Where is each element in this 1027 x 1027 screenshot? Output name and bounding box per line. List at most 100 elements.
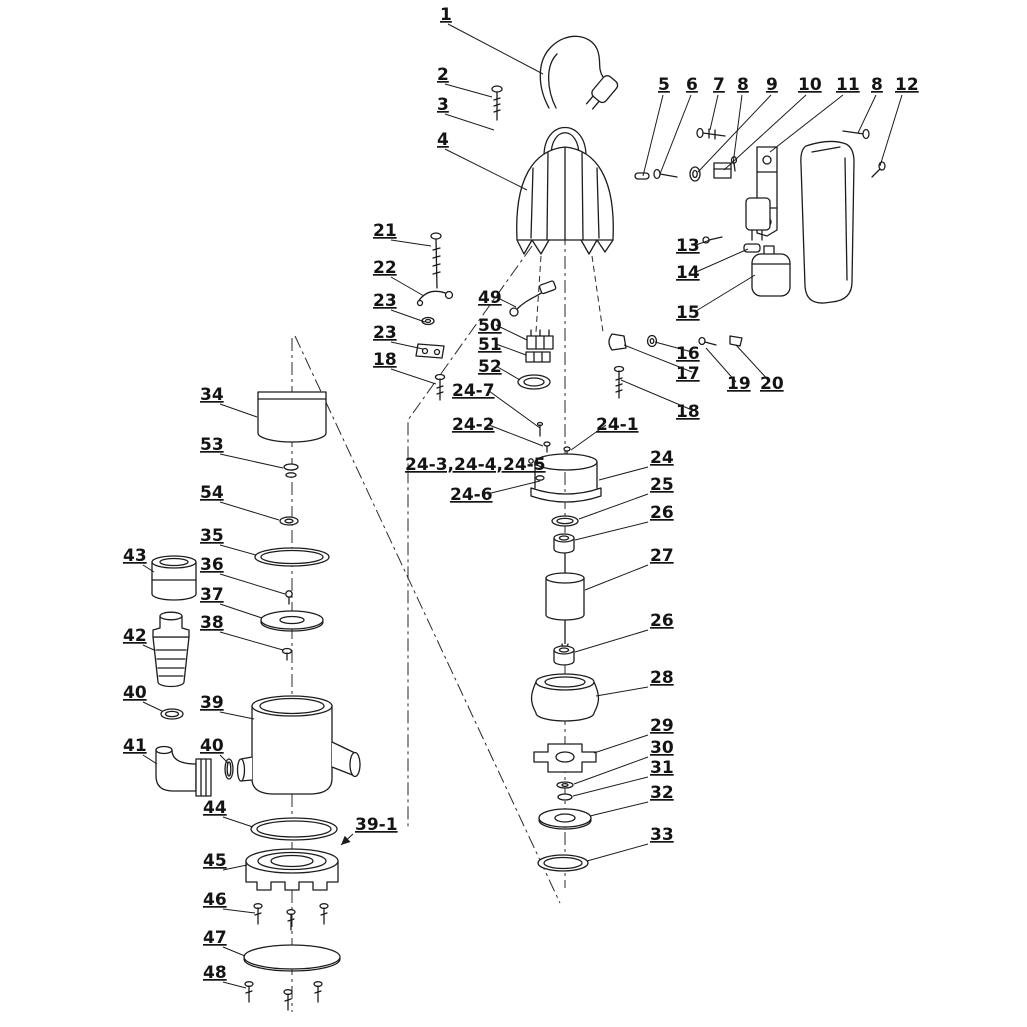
leader-line: [705, 347, 737, 383]
lever-switch-group: [415, 232, 454, 401]
part-number-label: 36: [200, 555, 224, 575]
leader-line: [444, 113, 495, 131]
part-number-label: 22: [373, 258, 397, 278]
leader-line: [495, 296, 517, 308]
part-number-label: 15: [676, 303, 700, 323]
leader-line: [620, 379, 693, 411]
part-number-label: 45: [203, 851, 227, 871]
leader-line: [219, 403, 258, 418]
leader-line: [495, 365, 521, 381]
part-number-label: 43: [123, 546, 147, 566]
leader-line: [447, 23, 544, 75]
leader-line: [222, 946, 246, 957]
o-ring-small: [224, 758, 234, 780]
part-number-label: 30: [650, 738, 674, 758]
sensor-terminal-group: [509, 280, 557, 390]
leader-line: [488, 424, 544, 447]
part-number-label: 21: [373, 221, 397, 241]
washers: [279, 463, 299, 526]
leader-line: [769, 94, 844, 153]
leader-line: [857, 94, 877, 134]
leader-line: [695, 274, 756, 312]
leader-line: [390, 341, 424, 350]
part-number-label: 24-6: [450, 485, 493, 505]
part-number-label: 51: [478, 335, 502, 355]
leader-lines-layer: [142, 23, 903, 989]
base-screws: [253, 903, 329, 931]
part-number-label: 24-1: [596, 415, 639, 435]
o-ring-large: [250, 817, 338, 841]
part-number-label: 4: [437, 130, 449, 150]
part-number-label: 34: [200, 385, 224, 405]
part-number-label: 2: [437, 65, 449, 85]
part-number-label: 26: [650, 503, 674, 523]
leader-line: [572, 776, 649, 797]
elbow-fitting: [155, 745, 212, 797]
microswitch: [702, 197, 771, 253]
leader-line: [593, 734, 649, 754]
leader-line: [654, 341, 693, 353]
leader-line: [709, 94, 719, 131]
fastener-row: [634, 127, 738, 182]
screw-icon: [491, 85, 503, 121]
part-number-label: 13: [676, 236, 700, 256]
float-switch-cover: [800, 140, 855, 304]
leader-line: [586, 843, 649, 862]
leader-line: [574, 521, 649, 541]
diaphragm-group: [254, 547, 330, 661]
leader-line: [222, 864, 248, 871]
part-number-label: 27: [650, 546, 674, 566]
leader-line: [219, 544, 257, 556]
leader-line: [695, 248, 749, 273]
part-number-label: 41: [123, 736, 147, 756]
part-number-label: 23: [373, 291, 397, 311]
part-number-label: 23: [373, 323, 397, 343]
leader-line: [573, 756, 649, 785]
leader-line: [222, 908, 256, 914]
part-number-label: 6: [686, 75, 698, 95]
leader-line: [219, 711, 255, 720]
part-number-label: 50: [478, 316, 502, 336]
leader-line: [390, 276, 425, 297]
leader-arrowhead: [341, 835, 351, 845]
part-number-label: 24-7: [452, 381, 495, 401]
bottom-plate: [243, 944, 341, 972]
leader-line: [219, 501, 280, 521]
leader-line: [584, 564, 649, 591]
leader-line: [219, 453, 284, 469]
leader-line: [879, 94, 903, 167]
part-number-label: 47: [203, 928, 227, 948]
threaded-adapter: [152, 611, 190, 688]
part-number-label: 24: [650, 448, 674, 468]
part-number-label: 17: [676, 364, 700, 384]
part-number-label: 53: [200, 435, 224, 455]
part-number-label: 19: [727, 374, 751, 394]
leader-line: [222, 981, 247, 989]
leader-line: [574, 629, 649, 653]
leader-line: [735, 344, 771, 383]
leader-line: [219, 631, 284, 651]
part-number-label: 9: [766, 75, 778, 95]
leader-line: [723, 94, 807, 171]
power-cord-and-plug: [539, 35, 619, 110]
part-number-label: 31: [650, 758, 674, 778]
part-number-label: 18: [373, 350, 397, 370]
part-number-label: 46: [203, 890, 227, 910]
part-number-label: 10: [798, 75, 822, 95]
part-number-label: 29: [650, 716, 674, 736]
leader-line: [444, 148, 528, 191]
part-number-label: 1: [440, 5, 452, 25]
part-number-label: 48: [203, 963, 227, 983]
pump-base: [245, 848, 339, 891]
leader-line: [533, 462, 542, 466]
leader-line: [570, 424, 607, 451]
part-number-label: 33: [650, 825, 674, 845]
capacitor: [751, 245, 791, 297]
top-cup: [257, 391, 327, 443]
leader-line: [659, 94, 692, 175]
part-number-label: 37: [200, 585, 224, 605]
leader-line: [495, 324, 528, 341]
